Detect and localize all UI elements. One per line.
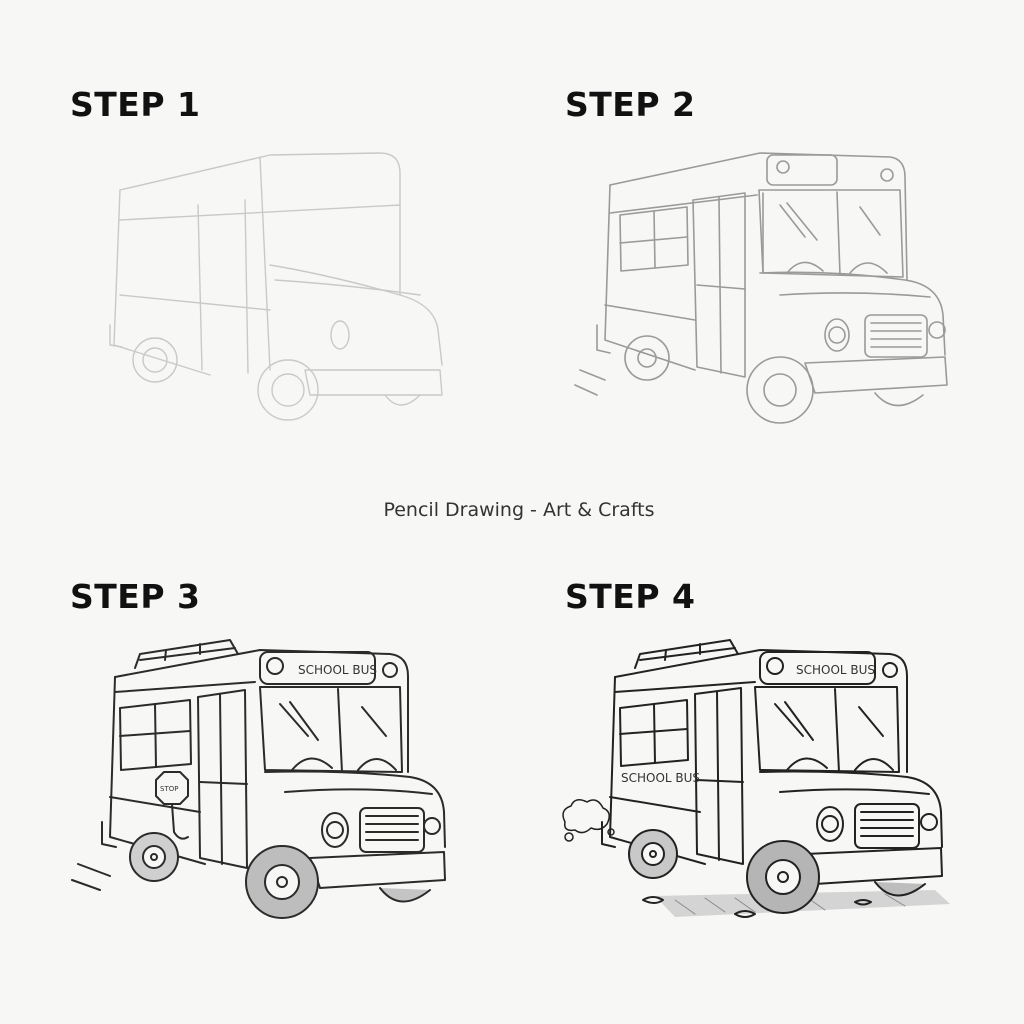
step-1-title: STEP 1	[70, 85, 201, 124]
step-4-bus-sign-text: SCHOOL BUS	[796, 663, 875, 677]
step-4-exhaust-cloud	[562, 799, 615, 842]
step-2-bus-outline	[574, 152, 948, 424]
step-1-bus-sketch	[109, 152, 443, 421]
step-4-side-text: SCHOOL BUS	[621, 771, 700, 785]
step-2-title: STEP 2	[565, 85, 696, 124]
step-3-bus-sign-text: SCHOOL BUS	[298, 663, 377, 677]
step-3-stop-sign: STOP	[155, 771, 189, 840]
step-3-title: STEP 3	[70, 577, 201, 616]
page-caption: Pencil Drawing - Art & Crafts	[383, 499, 655, 521]
step-4-title: STEP 4	[565, 577, 696, 616]
step-3-stop-sign-text: STOP	[160, 785, 178, 793]
step-4-bus-final: SCHOOL BUS SCHOOL BUS	[562, 639, 950, 918]
step-3-bus-drawing: SCHOOL BUS STOP	[71, 639, 446, 919]
